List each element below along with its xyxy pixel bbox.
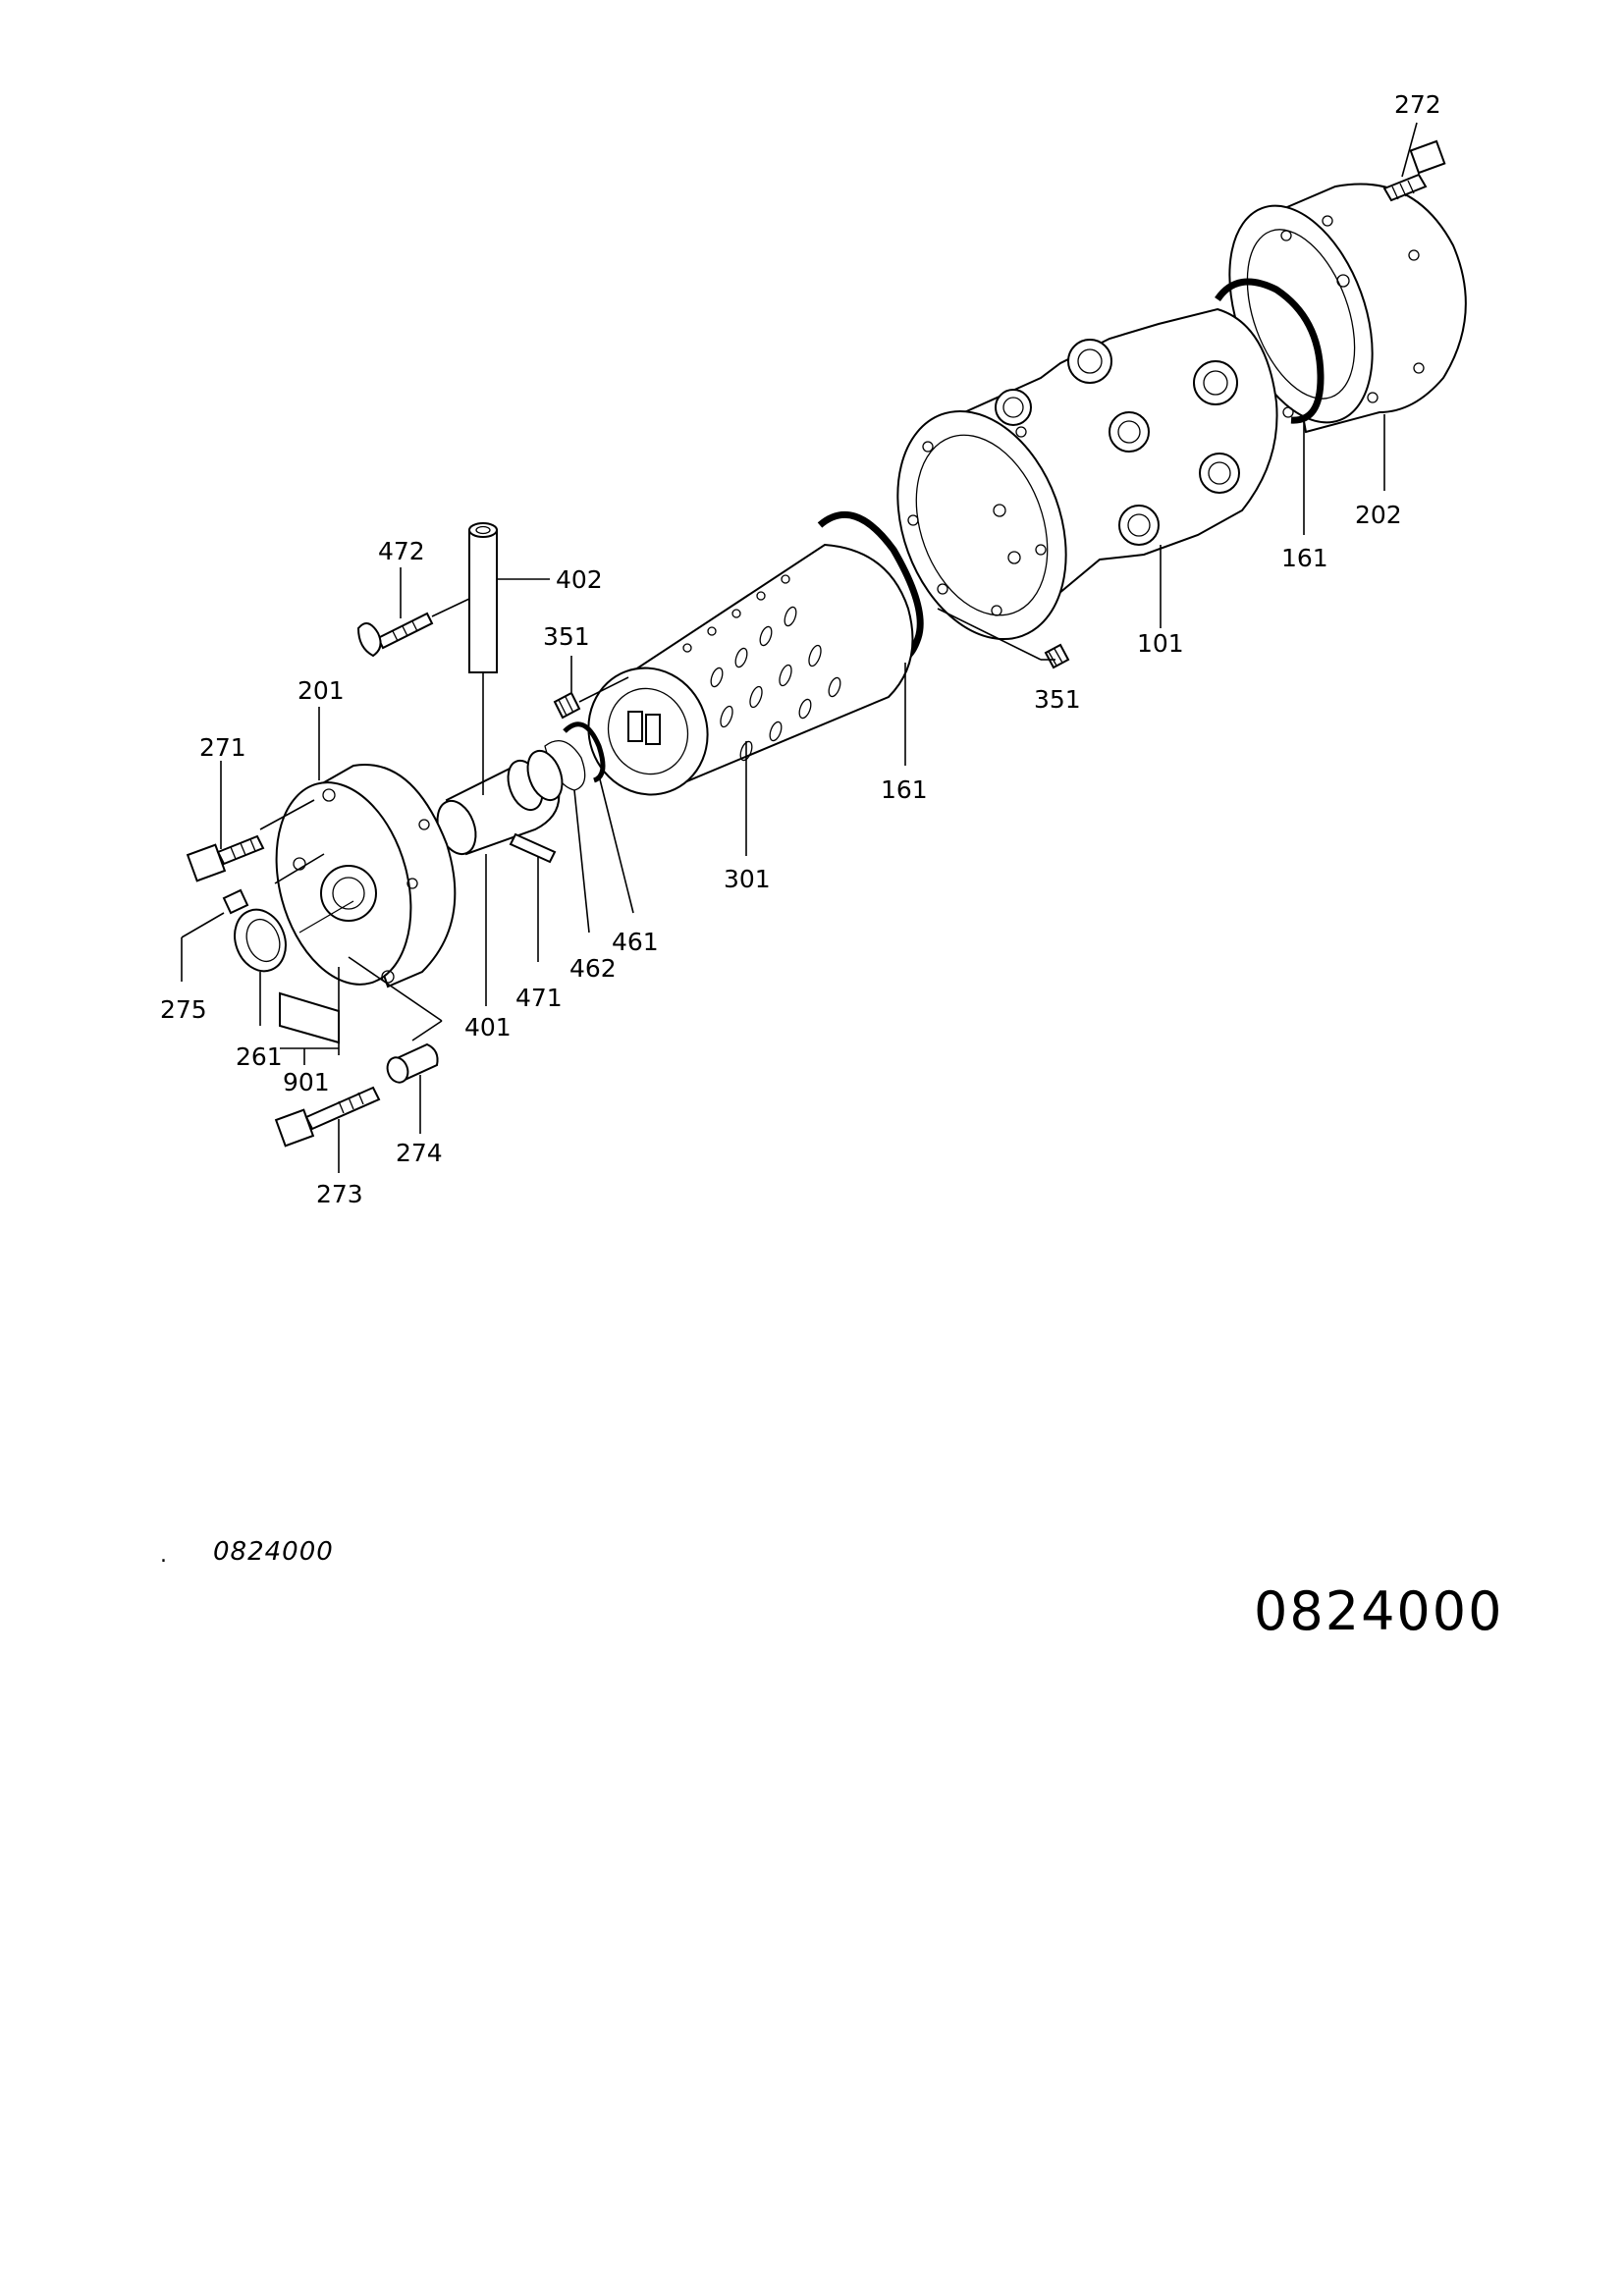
callout-201: 201 [298,676,345,705]
callout-271: 271 [199,733,246,762]
plug-351-left [553,656,629,720]
stem-401 [436,749,564,1006]
callout-273: 273 [316,1180,363,1208]
callout-161-middle: 161 [881,775,928,804]
callout-261: 261 [236,1042,283,1071]
callout-461: 461 [612,928,659,956]
seal-261 [234,908,287,1026]
nameplate-901 [279,967,340,1065]
callout-351-left: 351 [543,622,590,651]
sleeve-274 [386,1020,443,1134]
callout-274: 274 [396,1139,443,1167]
bolt-272 [1382,139,1446,202]
callout-101: 101 [1137,629,1184,658]
callout-272: 272 [1394,90,1441,119]
o-ring-161-upper [1215,278,1325,424]
bolt-273 [274,1086,381,1173]
lever-402 [468,522,550,795]
callout-402: 402 [556,565,603,594]
leader-lines [904,122,1418,766]
end-cover-201 [259,707,457,1022]
plug-275 [181,888,249,982]
wing-screw-472 [356,567,470,658]
callout-472: 472 [378,537,425,565]
sleeve-301 [587,543,914,856]
o-ring-461 [563,721,606,783]
dot-mark: . [160,1543,167,1568]
pin-471 [509,832,557,962]
callout-401: 401 [464,1013,512,1041]
drawing-code-large: 0824000 [1254,1580,1504,1642]
callout-901: 901 [283,1068,330,1096]
callout-202: 202 [1355,501,1402,529]
housing-101 [896,307,1278,641]
callout-161-upper: 161 [1281,544,1328,572]
callout-301: 301 [724,865,771,893]
callout-462: 462 [569,954,617,983]
callout-351-right: 351 [1034,685,1081,714]
bolt-271 [186,761,265,882]
callout-471: 471 [515,984,563,1012]
callout-275: 275 [160,995,207,1024]
plug-351-right [937,608,1070,669]
drawing-code-small: 0824000 [213,1537,334,1567]
